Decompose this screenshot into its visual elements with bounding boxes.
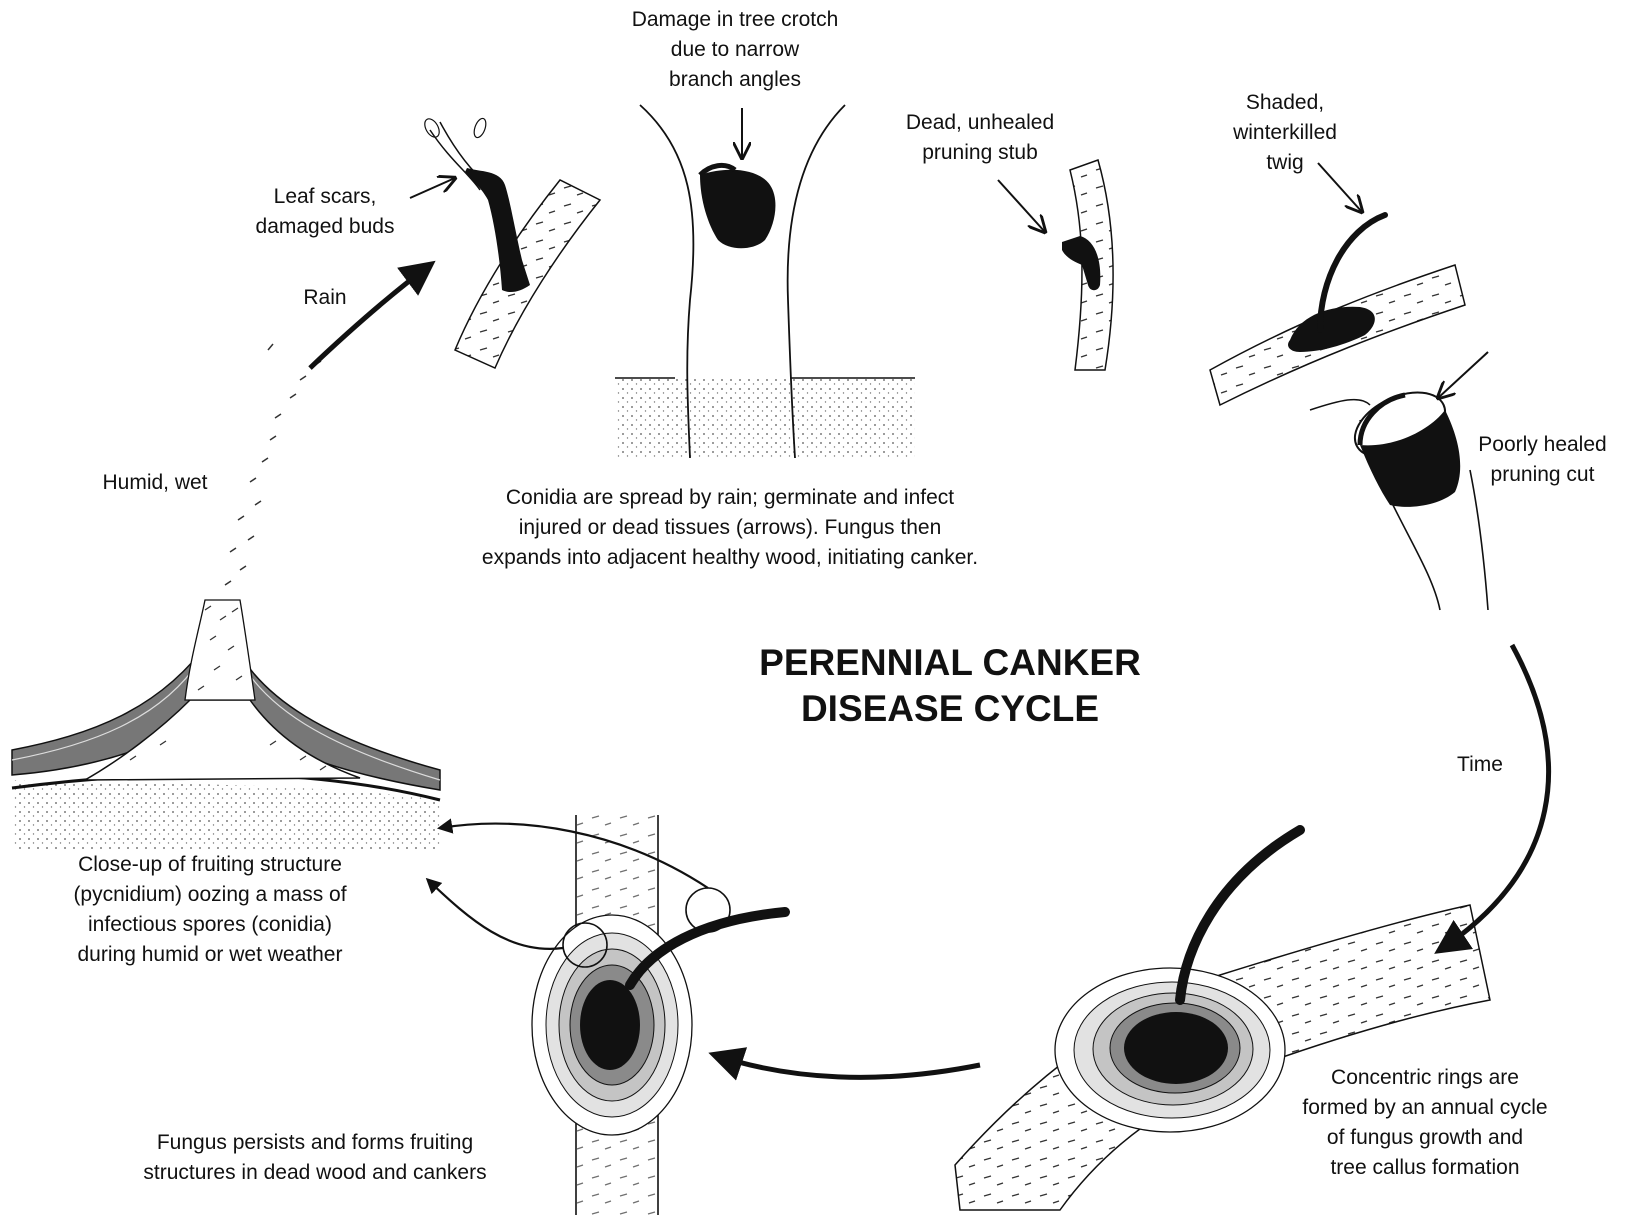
leaf-scar-branch-illustration (422, 116, 600, 368)
concentric-line-2: formed by an annual cycle (1275, 1093, 1575, 1123)
shaded-twig-line-1: Shaded, (1215, 88, 1355, 118)
fruiting-canker-trunk-illustration (532, 815, 785, 1215)
closeup-label: Close-up of fruiting structure (pycnidiu… (25, 850, 395, 970)
tree-crotch-illustration (615, 105, 915, 458)
crotch-damage-line-3: branch angles (590, 65, 880, 95)
poorly-healed-line-1: Poorly healed (1450, 430, 1635, 460)
conidia-spread-line-2: injured or dead tissues (arrows). Fungus… (410, 513, 1050, 543)
poorly-healed-line-2: pruning cut (1450, 460, 1635, 490)
humid-wet-label: Humid, wet (80, 468, 230, 498)
title-line-2: DISEASE CYCLE (680, 686, 1220, 732)
concentric-line-1: Concentric rings are (1275, 1063, 1575, 1093)
closeup-line-1: Close-up of fruiting structure (25, 850, 395, 880)
conidia-spread-line-1: Conidia are spread by rain; germinate an… (410, 483, 1050, 513)
diagram-title: PERENNIAL CANKER DISEASE CYCLE (680, 640, 1220, 732)
rain-label: Rain (285, 283, 365, 313)
leaf-scars-line-2: damaged buds (220, 212, 430, 242)
closeup-line-4: during humid or wet weather (25, 940, 395, 970)
closeup-arrow-upper (440, 824, 708, 888)
concentric-line-4: tree callus formation (1275, 1153, 1575, 1183)
winterkilled-twig-branch-illustration (1210, 215, 1465, 405)
dead-stub-line-2: pruning stub (880, 138, 1080, 168)
time-label: Time (1440, 750, 1520, 780)
closeup-line-2: (pycnidium) oozing a mass of (25, 880, 395, 910)
dead-stub-label: Dead, unhealed pruning stub (880, 108, 1080, 168)
stub-pointer-arrow (998, 180, 1045, 232)
pruning-stub-branch-illustration (1062, 160, 1113, 370)
poorly-healed-label: Poorly healed pruning cut (1450, 430, 1635, 490)
concentric-rings-label: Concentric rings are formed by an annual… (1275, 1063, 1575, 1183)
crotch-damage-line-1: Damage in tree crotch (590, 5, 880, 35)
crotch-damage-label: Damage in tree crotch due to narrow bran… (590, 5, 880, 95)
leaf-scars-line-1: Leaf scars, (220, 182, 430, 212)
crotch-damage-line-2: due to narrow (590, 35, 880, 65)
poorly-healed-pruning-cut-illustration (1310, 379, 1488, 610)
shaded-twig-line-2: winterkilled (1215, 118, 1355, 148)
closeup-line-3: infectious spores (conidia) (25, 910, 395, 940)
pycnidium-closeup-illustration (12, 344, 440, 850)
time-arrow (1440, 645, 1549, 950)
pruning-cut-pointer-arrow (1438, 352, 1488, 398)
closeup-arrow-lower (428, 880, 563, 949)
shaded-twig-line-3: twig (1215, 148, 1355, 178)
conidia-spread-line-3: expands into adjacent healthy wood, init… (410, 543, 1050, 573)
concentric-line-3: of fungus growth and (1275, 1123, 1575, 1153)
conidia-spread-label: Conidia are spread by rain; germinate an… (410, 483, 1050, 573)
shaded-twig-label: Shaded, winterkilled twig (1215, 88, 1355, 178)
persists-line-1: Fungus persists and forms fruiting (95, 1128, 535, 1158)
persist-arrow (715, 1055, 980, 1077)
leaf-scars-label: Leaf scars, damaged buds (220, 182, 430, 242)
fungus-persists-label: Fungus persists and forms fruiting struc… (95, 1128, 535, 1188)
rain-arrow (310, 265, 430, 368)
title-line-1: PERENNIAL CANKER (680, 640, 1220, 686)
dead-stub-line-1: Dead, unhealed (880, 108, 1080, 138)
persists-line-2: structures in dead wood and cankers (95, 1158, 535, 1188)
